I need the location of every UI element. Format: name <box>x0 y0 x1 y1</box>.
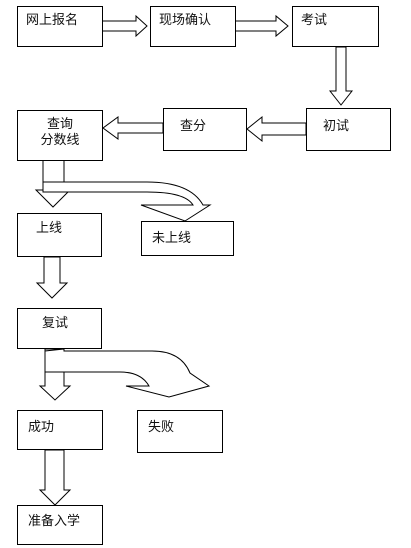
arrow-checkscore-to-query <box>102 116 164 140</box>
node-retest: 复试 <box>17 308 102 349</box>
node-exam-label: 考试 <box>301 13 328 28</box>
node-check-score-label: 查分 <box>180 119 207 134</box>
arrow-register-to-confirm <box>101 14 148 38</box>
arrow-success-to-enroll <box>38 449 72 506</box>
node-query-score-line: 查询 分数线 <box>17 110 103 161</box>
node-query-label-1: 查询 <box>46 117 73 132</box>
node-success-label: 成功 <box>28 420 55 435</box>
node-confirm-label: 现场确认 <box>159 13 212 28</box>
node-not-pass-line: 未上线 <box>141 221 234 256</box>
arrow-prelim-to-checkscore <box>246 115 307 143</box>
arrow-exam-to-prelim <box>328 46 354 106</box>
node-enroll: 准备入学 <box>17 505 103 545</box>
node-enroll-label: 准备入学 <box>28 514 81 529</box>
arrow-query-to-notpassline <box>42 160 212 222</box>
node-prelim-label: 初试 <box>323 119 350 134</box>
node-register: 网上报名 <box>17 6 103 47</box>
node-pass-line-label: 上线 <box>36 221 63 236</box>
node-query-label-2: 分数线 <box>40 133 80 148</box>
node-exam: 考试 <box>292 6 379 47</box>
node-pass-line: 上线 <box>17 213 102 257</box>
node-check-score: 查分 <box>163 108 247 151</box>
arrow-retest-to-fail <box>44 348 211 398</box>
node-prelim: 初试 <box>306 108 391 151</box>
node-register-label: 网上报名 <box>26 13 79 28</box>
node-fail: 失败 <box>137 410 223 453</box>
node-retest-label: 复试 <box>42 316 69 331</box>
arrow-passline-to-retest <box>35 256 69 299</box>
node-confirm: 现场确认 <box>150 6 236 47</box>
node-fail-label: 失败 <box>148 420 175 435</box>
node-not-pass-line-label: 未上线 <box>152 231 192 246</box>
arrow-confirm-to-exam <box>233 14 289 38</box>
node-success: 成功 <box>17 410 103 450</box>
